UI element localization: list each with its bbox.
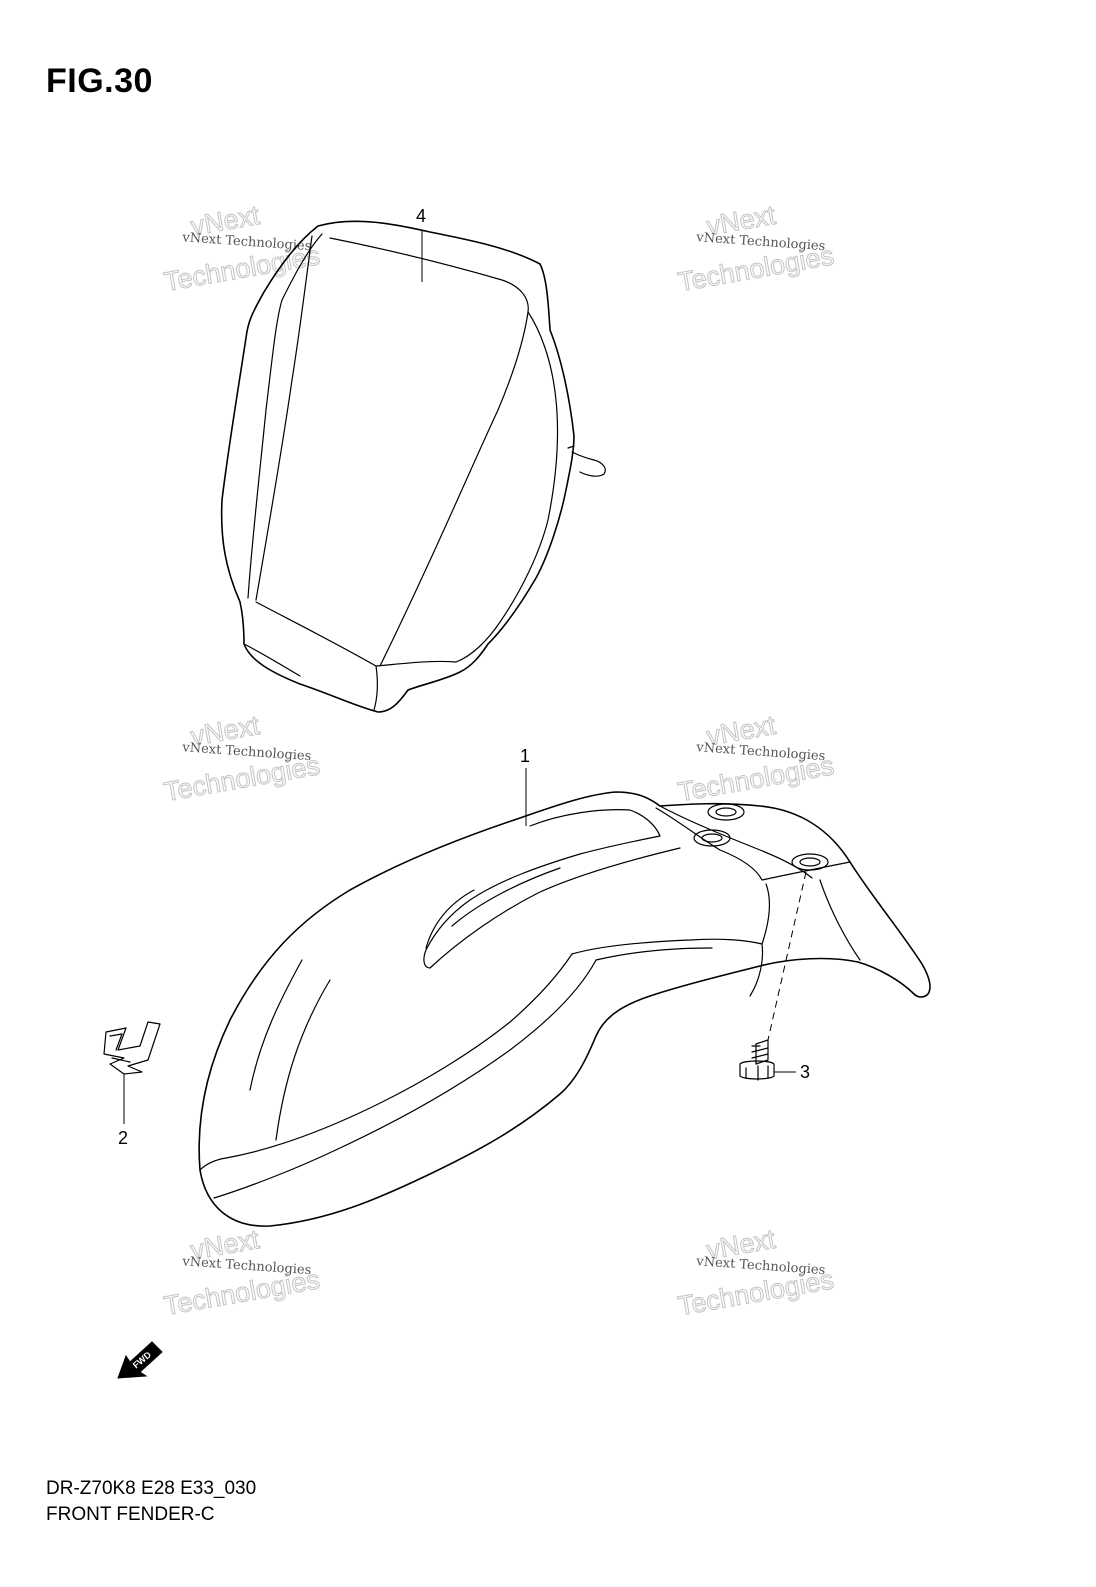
mount-hole-inner — [715, 807, 737, 817]
watermark-caption: vNext Technologies — [181, 740, 312, 764]
figure-title: FIG.30 — [46, 62, 153, 100]
ref-label-1: 1 — [520, 746, 530, 766]
mount-hole — [791, 853, 829, 871]
diagram-code: DR-Z70K8 E28 E33_030 — [46, 1478, 257, 1499]
ref-label-3: 3 — [800, 1062, 810, 1082]
mount-hole-inner — [799, 857, 821, 867]
diagram-section-name: FRONT FENDER-C — [46, 1504, 215, 1525]
mount-hole-inner — [701, 833, 723, 843]
ref-label-4: 4 — [416, 206, 426, 226]
assembly-centerline — [767, 871, 807, 1041]
mount-hole — [707, 803, 745, 821]
watermark-caption: vNext Technologies — [695, 230, 826, 254]
part-3-bolt[interactable]: 3 — [739, 871, 810, 1082]
part-4-number-plate[interactable]: 4 — [220, 206, 606, 713]
ref-label-2: 2 — [118, 1128, 128, 1148]
watermark-caption: vNext Technologies — [181, 1254, 312, 1278]
part-1-front-fender[interactable]: 1 — [198, 746, 931, 1227]
watermark-caption: vNext Technologies — [695, 740, 826, 764]
forward-arrow-icon: FWD — [117, 1341, 163, 1379]
mount-hole — [693, 829, 731, 847]
watermark-caption: vNext Technologies — [695, 1254, 826, 1278]
part-2-emblem[interactable]: 2 — [103, 1021, 161, 1148]
